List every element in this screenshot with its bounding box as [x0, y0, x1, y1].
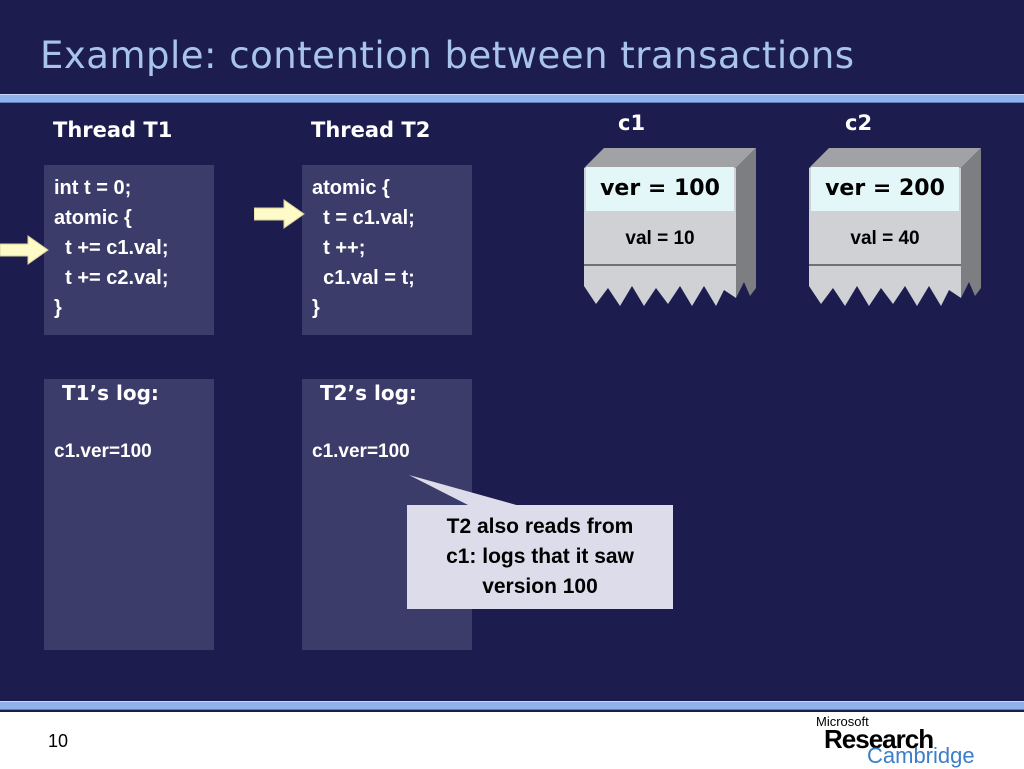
- code-line: t ++;: [312, 237, 366, 259]
- cell-c1: ver = 100 val = 10: [584, 148, 756, 308]
- cell-c2-name: c2: [845, 111, 873, 135]
- code-line: }: [54, 297, 62, 319]
- cell-c1-version: ver = 100: [586, 167, 734, 211]
- t2-log-entry: c1.ver=100: [312, 441, 410, 462]
- top-rule: [0, 94, 1024, 103]
- microsoft-research-logo: Microsoft Research Cambridge: [812, 714, 992, 768]
- t1-log-header: T1’s log:: [62, 381, 159, 405]
- t1-log-entry: c1.ver=100: [54, 441, 152, 462]
- logo-research: Research: [824, 724, 934, 754]
- cell-c1-value: val = 10: [625, 228, 695, 249]
- thread-t1-code-panel: int t = 0; atomic { t += c1.val; t += c2…: [44, 165, 214, 335]
- logo-cambridge: Cambridge: [867, 743, 975, 768]
- thread-t2-code-panel: atomic { t = c1.val; t ++; c1.val = t; }: [302, 165, 472, 335]
- t2-pointer-arrow-icon: [254, 199, 305, 229]
- t1-pointer-arrow-icon: [0, 235, 49, 265]
- callout-line: c1: logs that it saw: [446, 545, 634, 568]
- code-line: c1.val = t;: [312, 267, 415, 289]
- code-line: int t = 0;: [54, 177, 132, 199]
- code-line: }: [312, 297, 320, 319]
- cell-c2-version: ver = 200: [811, 167, 959, 211]
- slide-title: Example: contention between transactions: [40, 34, 855, 77]
- thread-t1-code: int t = 0; atomic { t += c1.val; t += c2…: [54, 173, 169, 323]
- bottom-rule: [0, 701, 1024, 710]
- code-line: t = c1.val;: [312, 207, 415, 229]
- code-line: atomic {: [54, 207, 132, 229]
- thread-t2-code: atomic { t = c1.val; t ++; c1.val = t; }: [312, 173, 415, 323]
- thread-t2-header: Thread T2: [311, 118, 431, 142]
- code-line: atomic {: [312, 177, 390, 199]
- page-number: 10: [48, 731, 69, 751]
- logo-brand: Microsoft: [816, 714, 869, 729]
- callout-line: version 100: [482, 575, 598, 598]
- cell-c2: ver = 200 val = 40: [809, 148, 981, 308]
- cell-c1-name: c1: [618, 111, 646, 135]
- t1-log-panel: T1’s log: c1.ver=100: [44, 379, 214, 650]
- code-line: t += c1.val;: [54, 237, 169, 259]
- cell-c2-value: val = 40: [850, 228, 920, 249]
- callout-box: T2 also reads from c1: logs that it saw …: [407, 505, 673, 609]
- thread-t1-header: Thread T1: [53, 118, 173, 142]
- t2-log-header: T2’s log:: [320, 381, 417, 405]
- code-line: t += c2.val;: [54, 267, 169, 289]
- callout-line: T2 also reads from: [446, 515, 634, 538]
